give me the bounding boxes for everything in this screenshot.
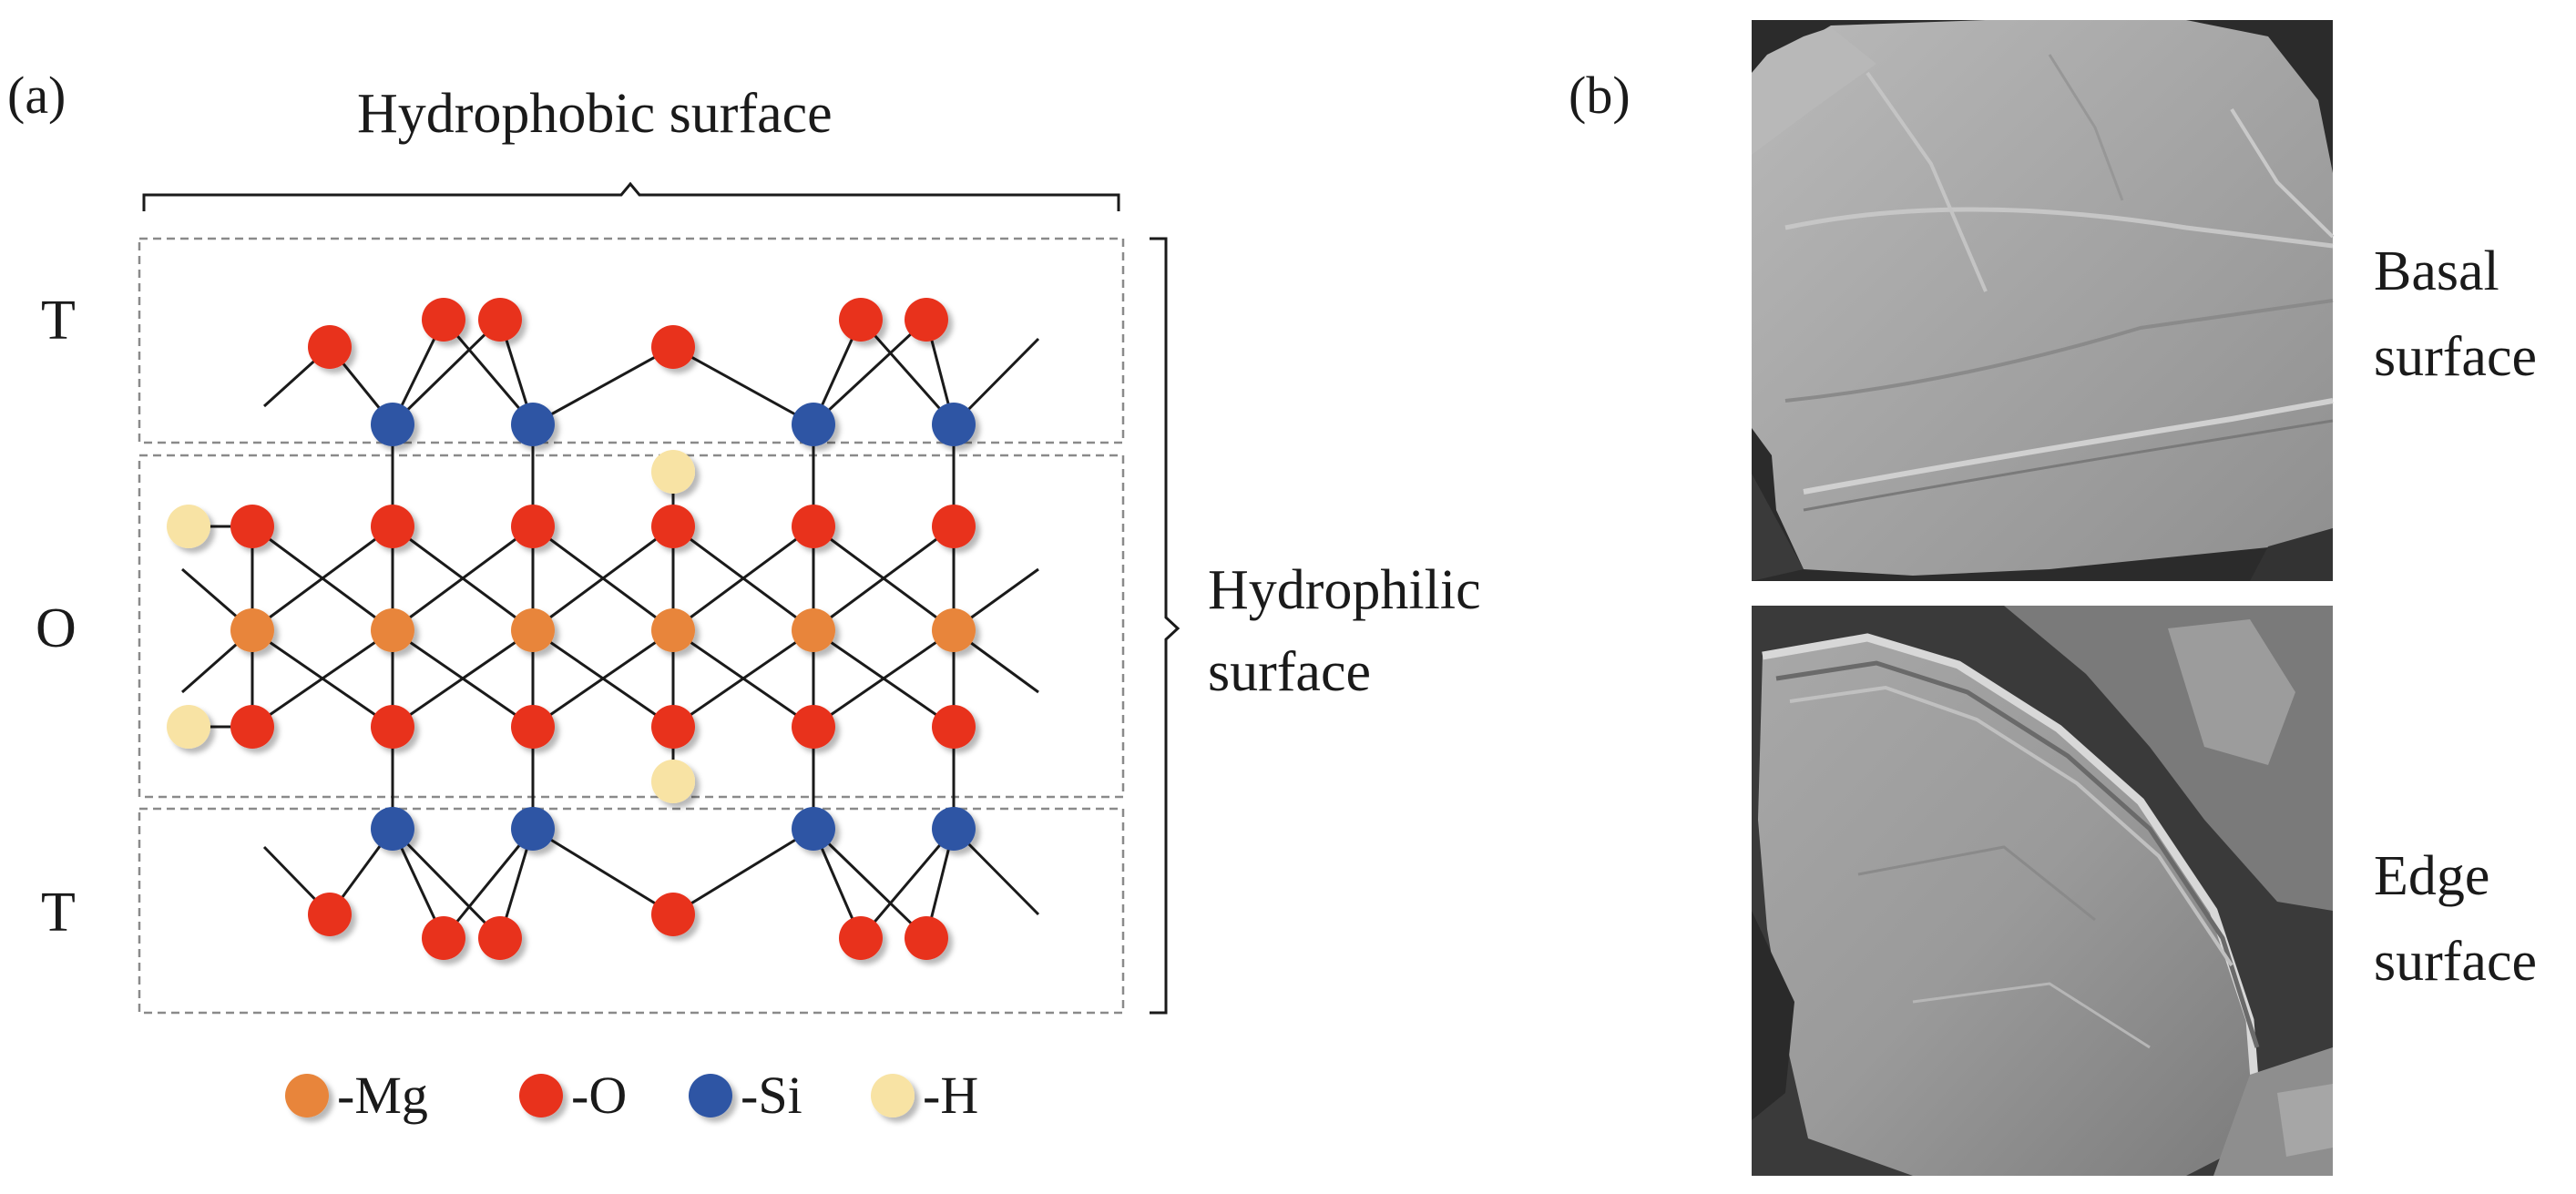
atom-si	[371, 403, 414, 446]
bond	[251, 525, 394, 632]
bond	[392, 628, 534, 729]
atom-si	[792, 403, 835, 446]
bond	[672, 628, 814, 729]
panel-a-label: (a)	[7, 66, 66, 125]
atom-o	[651, 893, 695, 936]
atom-o	[511, 505, 555, 548]
legend-swatch-si	[689, 1074, 732, 1117]
hydrophobic-surface-label: Hydrophobic surface	[357, 83, 833, 145]
legend-label-h: -H	[923, 1066, 978, 1125]
atom-o	[371, 505, 414, 548]
sem-basal-label-line2: surface	[2374, 326, 2537, 388]
atom-o	[230, 505, 274, 548]
atom-o	[792, 505, 835, 548]
layer-label-t-top: T	[41, 290, 76, 352]
bond	[813, 525, 955, 632]
layer-label-t-bottom: T	[41, 882, 76, 944]
atoms	[167, 298, 976, 960]
atom-si	[932, 807, 976, 851]
atom-mg	[230, 608, 274, 652]
panel-b: (b) Basal surface	[1569, 20, 2537, 1176]
atom-h	[651, 450, 695, 494]
atom-h	[651, 760, 695, 803]
bond	[672, 525, 814, 632]
atom-mg	[651, 608, 695, 652]
atom-si	[511, 403, 555, 446]
legend-swatch-h	[871, 1074, 915, 1117]
bond	[813, 628, 955, 729]
atom-o	[308, 325, 352, 369]
hydrophilic-surface-label-line2: surface	[1208, 641, 1371, 703]
bond	[532, 827, 674, 916]
atom-o	[371, 705, 414, 749]
legend-swatch-o	[519, 1074, 563, 1117]
atom-mg	[371, 608, 414, 652]
bond	[442, 319, 535, 425]
bond	[812, 318, 928, 426]
sem-edge-label-line1: Edge	[2374, 845, 2489, 907]
atom-o	[651, 505, 695, 548]
bond	[251, 628, 394, 729]
legend: -Mg -O -Si -H	[285, 1066, 978, 1125]
bond	[532, 628, 674, 729]
atom-o	[792, 705, 835, 749]
bond	[859, 319, 956, 425]
legend-label-si: -Si	[741, 1066, 802, 1125]
hydrophilic-surface-label-line1: Hydrophilic	[1208, 559, 1481, 621]
bond	[442, 828, 535, 939]
bond	[812, 827, 928, 940]
bond	[672, 827, 814, 916]
atom-o	[932, 705, 976, 749]
atom-o	[511, 705, 555, 749]
bond	[532, 345, 674, 426]
legend-label-mg: -Mg	[337, 1066, 428, 1125]
sem-image-basal	[1752, 20, 2335, 581]
bond	[532, 525, 674, 632]
atom-h	[167, 705, 210, 749]
sem-image-edge	[1752, 606, 2333, 1176]
atom-o	[839, 916, 883, 960]
atom-o	[478, 916, 522, 960]
atom-mg	[511, 608, 555, 652]
atom-si	[932, 403, 976, 446]
atom-o	[422, 916, 465, 960]
bond	[392, 525, 534, 632]
tetrahedral-layer-bottom-box	[138, 807, 1125, 1015]
atom-o	[651, 325, 695, 369]
atom-o	[230, 705, 274, 749]
atom-o	[839, 298, 883, 342]
atom-o	[905, 298, 948, 342]
layer-label-o: O	[36, 597, 77, 659]
bonds	[181, 318, 1040, 940]
tetrahedral-layer-top-box	[138, 237, 1125, 444]
atom-o	[308, 893, 352, 936]
bond	[391, 318, 502, 426]
sem-edge-label-line2: surface	[2374, 931, 2537, 993]
bond	[672, 345, 814, 426]
octahedral-layer-box	[138, 454, 1125, 799]
atom-o	[478, 298, 522, 342]
top-brace	[142, 181, 1120, 211]
atom-si	[371, 807, 414, 851]
sem-basal-label-line1: Basal	[2374, 240, 2499, 302]
atom-si	[792, 807, 835, 851]
atom-o	[932, 505, 976, 548]
bond	[391, 827, 502, 940]
atom-mg	[792, 608, 835, 652]
legend-label-o: -O	[571, 1066, 627, 1125]
side-brace	[1150, 237, 1181, 1015]
atom-h	[167, 505, 210, 548]
atom-o	[422, 298, 465, 342]
atom-si	[511, 807, 555, 851]
legend-swatch-mg	[285, 1074, 329, 1117]
bond	[859, 828, 956, 939]
panel-a: (a) Hydrophobic surface T O T Hydrophili…	[7, 66, 1481, 1125]
panel-b-label: (b)	[1569, 66, 1630, 125]
atom-mg	[932, 608, 976, 652]
atom-o	[905, 916, 948, 960]
atom-o	[651, 705, 695, 749]
